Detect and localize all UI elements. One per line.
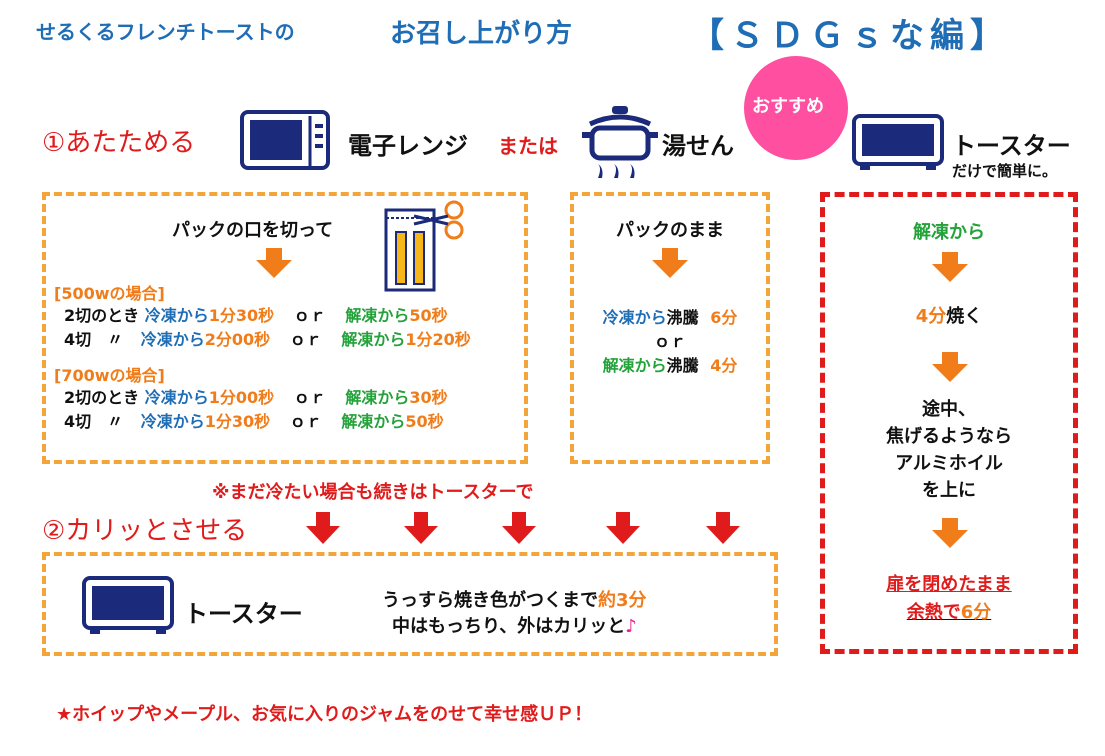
down-arrow-icon [502,512,536,548]
row-frozen: 冷凍から [140,330,205,349]
row-thawed: 解凍から [345,306,410,325]
down-arrow-icon [932,252,968,286]
row-frozen-time: 1分30秒 [208,306,275,325]
row-or: ｏｒ [293,388,326,407]
microwave-label: 電子レンジ [348,132,468,160]
recommend-badge-label: おすすめ [752,96,824,117]
down-arrow-icon [256,248,292,282]
crisp-box [42,552,778,656]
row-count: 2切のとき [64,388,140,407]
water-bath-box [570,192,770,464]
down-arrow-icon [706,512,740,548]
row-or: ｏｒ [289,412,322,431]
row-thawed: 解凍から [341,412,406,431]
water-frozen-line: 冷凍から沸騰 6分 [570,304,770,328]
table-row: 2切のとき 冷凍から1分00秒 ｏｒ 解凍から30秒 [64,384,448,408]
row-or: ｏｒ [289,330,322,349]
water-boil: 沸騰 [666,356,699,375]
toaster-final-line2: 余熱で6分 [820,598,1078,624]
table-row: 4切 〃 冷凍から2分00秒 ｏｒ 解凍から1分20秒 [64,326,471,350]
step2-line2: 中はもっちり、外はカリッと♪ [392,612,637,638]
row-thawed: 解凍から [345,388,410,407]
toaster-final-line1: 扉を閉めたまま [886,574,1012,595]
toaster-bake-time: 4分 [915,306,947,327]
notice-text: ※まだ冷たい場合も続きはトースターで [212,482,534,503]
footer-text: ★ホイップやメープル、お気に入りのジャムをのせて幸せ感ＵＰ！ [56,704,593,725]
section-700w: [700wの場合] [54,366,165,385]
section-500w: [500wの場合] [54,284,165,303]
down-arrow-icon [932,518,968,552]
subtitle: お召し上がり方 [390,19,573,49]
toaster-note-line: を上に [922,480,976,501]
or-label: または [498,134,558,158]
down-arrow-icon [306,512,340,548]
water-thawed: 解凍から [602,356,667,375]
microwave-instruction: パックの口を切って [172,220,334,241]
row-frozen: 冷凍から [144,306,209,325]
row-frozen-time: 2分00秒 [204,330,271,349]
pot-icon [582,104,658,188]
row-thawed-time: 50秒 [405,412,444,431]
scissors-pack-icon [384,196,468,298]
row-count: 4切 〃 [64,330,124,349]
microwave-box [42,192,528,464]
table-row: 2切のとき 冷凍から1分30秒 ｏｒ 解凍から50秒 [64,302,448,326]
toaster-start: 解凍から [913,222,985,243]
row-thawed-time: 50秒 [409,306,448,325]
brand-title: せるくるフレンチトーストの [36,20,295,44]
water-frozen-time: 6分 [710,308,738,327]
down-arrow-icon [652,248,688,282]
water-thawed-line: 解凍から沸騰 4分 [570,352,770,376]
row-thawed-time: 30秒 [409,388,448,407]
row-or: ｏｒ [293,306,326,325]
table-row: 4切 〃 冷凍から1分30秒 ｏｒ 解凍から50秒 [64,408,444,432]
step2-label: ②カリッとさせる [42,516,248,546]
water-or: ｏｒ [653,332,686,351]
step2-line1-text: うっすら焼き色がつくまで [382,590,598,611]
row-count: 4切 〃 [64,412,124,431]
toaster-final-time: 6分 [960,602,992,623]
toaster-icon [82,576,174,642]
step2-line2-text: 中はもっちり、外はカリッと [392,616,626,637]
toaster-note: だけで簡単に。 [952,162,1058,180]
water-frozen: 冷凍から [602,308,667,327]
edition-title: 【ＳＤＧｓな編】 [690,16,1010,56]
row-count: 2切のとき [64,306,140,325]
toaster-bake: 4分焼く [820,302,1078,328]
water-boil: 沸騰 [666,308,699,327]
music-note-icon: ♪ [625,616,637,637]
row-frozen: 冷凍から [140,412,205,431]
row-frozen: 冷凍から [144,388,209,407]
toaster-final-label: 余熱で [906,602,961,623]
toaster-note-block: 途中、 焦げるようなら アルミホイル を上に [820,396,1078,504]
step2-toaster-label: トースター [184,600,303,628]
row-frozen-time: 1分30秒 [204,412,271,431]
step2-line1-time: 約3分 [598,590,647,611]
water-instruction: パックのまま [616,220,724,241]
water-bath-label: 湯せん [662,132,734,160]
toaster-note-line: 焦げるようなら [886,426,1012,447]
recommend-badge [744,56,848,160]
toaster-note-line: 途中、 [922,399,976,420]
down-arrow-icon [606,512,640,548]
step2-line1: うっすら焼き色がつくまで約3分 [382,586,647,612]
microwave-icon [240,110,330,176]
toaster-box [820,192,1078,654]
down-arrow-icon [932,352,968,386]
down-arrow-icon [404,512,438,548]
row-thawed-time: 1分20秒 [405,330,471,349]
toaster-label: トースター [952,132,1071,160]
toaster-icon [852,114,944,178]
row-thawed: 解凍から [341,330,406,349]
step1-label: ①あたためる [42,128,196,158]
toaster-bake-label: 焼く [946,306,983,327]
water-thawed-time: 4分 [710,356,738,375]
toaster-note-line: アルミホイル [895,453,1003,474]
row-frozen-time: 1分00秒 [208,388,275,407]
